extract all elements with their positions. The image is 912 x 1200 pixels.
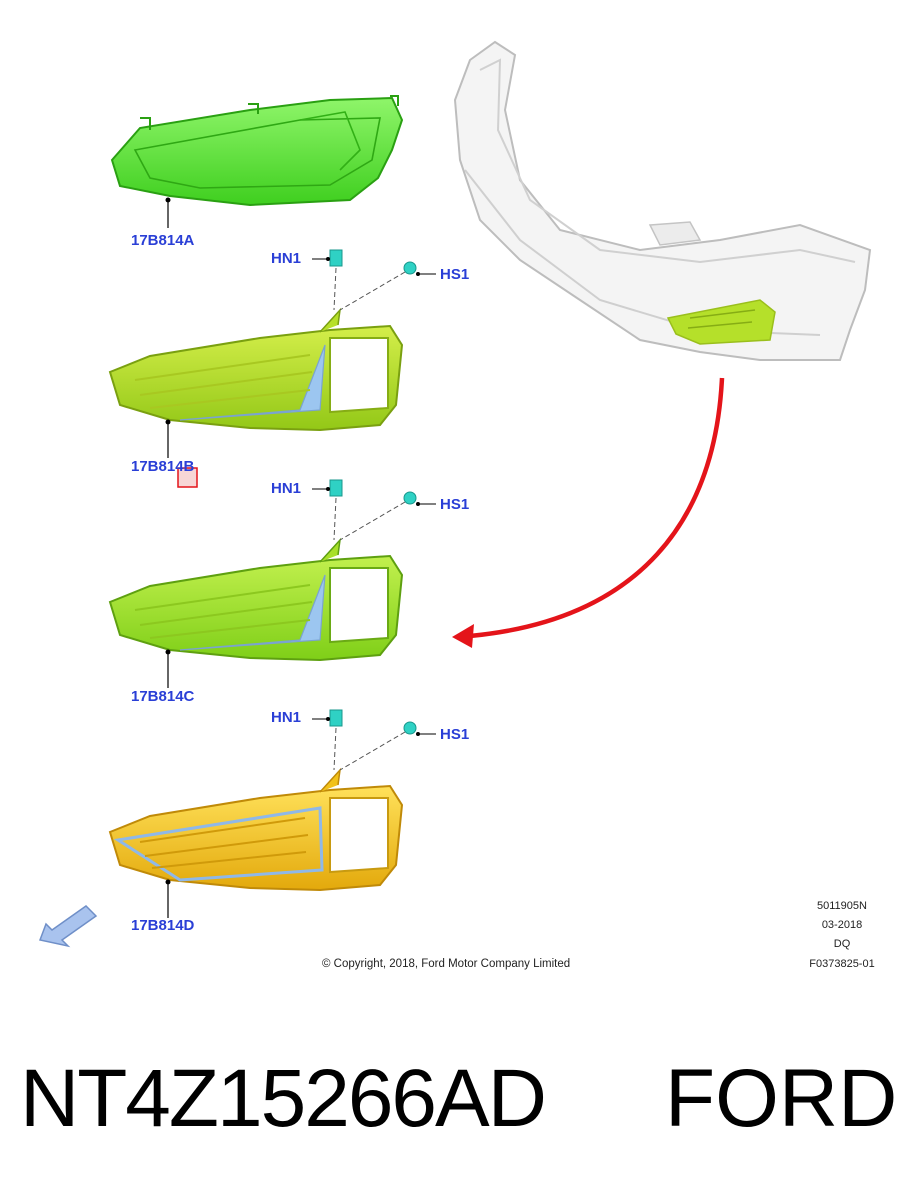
drawing-number: 5011905N [817, 900, 867, 912]
label-17b814a: 17B814A [131, 232, 195, 249]
label-hs1-2: HS1 [440, 496, 470, 513]
part-b-bezel [108, 307, 404, 458]
label-hs1-3: HS1 [440, 726, 470, 743]
drawing-code: DQ [833, 938, 851, 950]
label-17b814b: 17B814B [131, 458, 195, 475]
copyright-notice: © Copyright, 2018, Ford Motor Company Li… [322, 958, 571, 970]
label-17b814c: 17B814C [131, 688, 195, 705]
fastener-set-2 [312, 479, 436, 541]
direction-arrow-icon [38, 905, 98, 948]
brand-name: FORD [665, 1053, 898, 1144]
part-number: NT4Z15266AD [20, 1053, 547, 1144]
figure-number: F0373825-01 [809, 958, 875, 970]
label-hs1-1: HS1 [440, 266, 470, 283]
fastener-set-3 [312, 709, 436, 771]
drawing-date: 03-2018 [821, 919, 863, 931]
label-hn1-1: HN1 [271, 250, 302, 267]
label-hn1-3: HN1 [271, 709, 302, 726]
highlight-box [177, 467, 198, 488]
red-arrow [452, 377, 725, 648]
fastener-set-1 [312, 249, 436, 311]
part-d-bezel [108, 767, 404, 918]
part-a-bezel [110, 95, 404, 228]
label-hn1-2: HN1 [271, 480, 302, 497]
bumper-cover [453, 40, 872, 361]
label-17b814d: 17B814D [131, 917, 195, 934]
part-c-bezel [108, 537, 404, 688]
